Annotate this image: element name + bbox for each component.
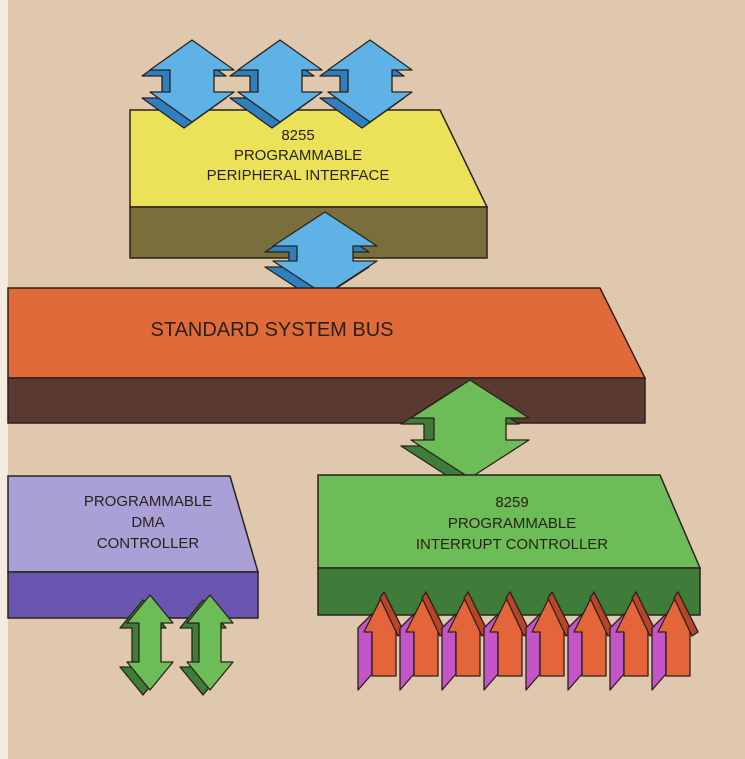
irq-arrow-2	[399, 591, 447, 691]
dma-arrow-2-face	[186, 594, 234, 691]
system-bus-block: STANDARD SYSTEM BUS	[7, 287, 647, 424]
interrupt-request-arrows	[357, 591, 699, 691]
ppi-port-arrow-3-face	[327, 39, 413, 123]
irq-arrow-8	[651, 591, 699, 691]
ppi-bus-arrow	[264, 211, 378, 302]
ppi-port-arrows	[141, 39, 413, 129]
pic-label-line-1: 8259	[495, 494, 528, 511]
dma-arrow-1	[119, 594, 174, 696]
ppi-block: 8255 PROGRAMMABLE PERIPHERAL INTERFACE	[129, 109, 489, 259]
ppi-port-arrow-1-face	[149, 39, 235, 123]
dma-arrow-1-face	[126, 594, 174, 691]
ppi-port-arrow-2-face	[237, 39, 323, 123]
ppi-port-arrow-2	[229, 39, 323, 129]
dma-label-line-1: PROGRAMMABLE	[84, 493, 212, 510]
dma-block: PROGRAMMABLE DMA CONTROLLER	[7, 475, 259, 619]
bus-label: STANDARD SYSTEM BUS	[151, 319, 394, 341]
ppi-bus-arrow-group	[264, 211, 378, 302]
irq-arrow-1	[357, 591, 405, 691]
dma-label-line-3: CONTROLLER	[97, 535, 200, 552]
dma-label-line-2: DMA	[131, 514, 164, 531]
ppi-port-arrow-1	[141, 39, 235, 129]
irq-arrow-5	[525, 591, 573, 691]
page-edge	[0, 0, 8, 759]
ppi-label-line-1: 8255	[281, 127, 314, 144]
bus-pic-arrow-group	[400, 379, 530, 485]
dma-arrows	[119, 594, 234, 696]
pic-label-line-3: INTERRUPT CONTROLLER	[416, 536, 608, 553]
pic-label-line-2: PROGRAMMABLE	[448, 515, 576, 532]
bus-pic-arrow	[400, 379, 530, 485]
irq-arrow-4	[483, 591, 531, 691]
dma-arrow-2	[179, 594, 234, 696]
irq-arrow-3	[441, 591, 489, 691]
ppi-port-arrow-3	[319, 39, 413, 129]
ppi-label-line-2: PROGRAMMABLE	[234, 147, 362, 164]
irq-arrow-6	[567, 591, 615, 691]
irq-arrow-7	[609, 591, 657, 691]
pic-block: 8259 PROGRAMMABLE INTERRUPT CONTROLLER	[317, 474, 702, 616]
ppi-label-line-3: PERIPHERAL INTERFACE	[207, 167, 390, 184]
